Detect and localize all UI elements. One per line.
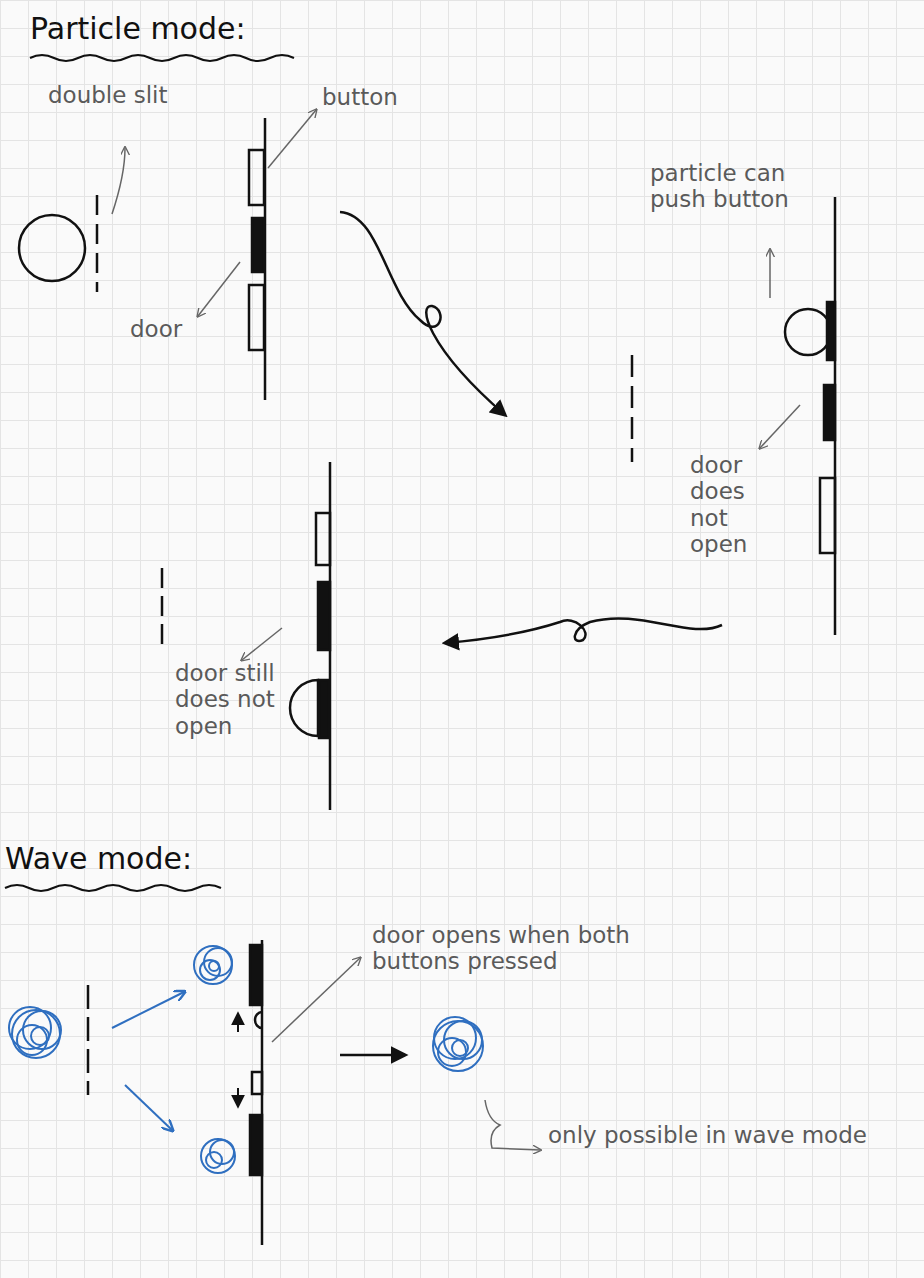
- sketch-stroke: [820, 478, 835, 553]
- annotation: door still does not open: [175, 660, 300, 739]
- sketch-stroke: [9, 946, 483, 1173]
- sketch-stroke: [252, 218, 264, 272]
- sketch-stroke: [250, 1115, 262, 1175]
- sketch-stroke: [290, 680, 318, 736]
- sketch-stroke: [19, 215, 85, 281]
- sketch-stroke: [631, 355, 634, 462]
- sketch-stroke: [194, 946, 232, 984]
- sketch-stroke: [162, 462, 330, 810]
- section-heading: Wave mode:: [5, 842, 192, 877]
- annotation: button: [322, 84, 398, 110]
- sketch-stroke: [249, 285, 264, 350]
- sketch-stroke: [250, 945, 262, 1005]
- sketch-stroke: [252, 1072, 262, 1094]
- sketch-stroke: [760, 405, 800, 448]
- sketch-stroke: [96, 195, 99, 292]
- sketch-stroke: [112, 148, 125, 214]
- sketch-stroke: [88, 940, 405, 1245]
- annotation: particle can push button: [650, 160, 840, 213]
- annotation: double slit: [48, 82, 168, 108]
- sketch-stroke: [434, 1017, 476, 1059]
- sketch-stroke: [340, 212, 505, 415]
- sketch-stroke: [242, 628, 282, 660]
- annotation: only possible in wave mode: [548, 1122, 888, 1148]
- sketch-stroke: [237, 1088, 239, 1106]
- sketch-stroke: [319, 680, 329, 738]
- sketch-stroke: [318, 582, 330, 650]
- sketch-stroke: [785, 309, 831, 355]
- sketch-stroke: [485, 1100, 540, 1150]
- sketch-stroke: [19, 118, 505, 415]
- sketch-stroke: [209, 961, 219, 971]
- sketch-stroke: [272, 958, 360, 1042]
- sketch-stroke: [827, 302, 835, 360]
- sketch-stroke: [340, 1054, 405, 1057]
- sketch-stroke: [242, 628, 282, 660]
- sketch-stroke: [200, 960, 220, 980]
- sketch-stroke: [452, 1040, 468, 1056]
- sketch-stroke: [201, 1139, 235, 1173]
- sketch-stroke: [112, 992, 184, 1028]
- annotation: door opens when both buttons pressed: [372, 922, 712, 975]
- sketch-stroke: [5, 885, 221, 891]
- section-heading: Particle mode:: [30, 12, 246, 47]
- sketch-stroke: [316, 513, 330, 565]
- sketch-stroke: [272, 958, 540, 1150]
- sketch-stroke: [198, 262, 240, 316]
- sketch-stroke: [445, 197, 835, 643]
- sketch-stroke: [769, 250, 771, 298]
- annotation: door does not open: [690, 452, 785, 558]
- sketch-stroke: [9, 1007, 51, 1049]
- sketch-stroke: [760, 250, 800, 448]
- annotation: door: [130, 316, 182, 342]
- sketch-stroke: [206, 1152, 222, 1168]
- sketch-stroke: [87, 985, 90, 1095]
- sketch-stroke: [237, 1014, 239, 1032]
- sketch-stroke: [824, 385, 835, 440]
- sketch-stroke: [204, 948, 232, 976]
- sketch-stroke: [255, 1012, 262, 1028]
- sketch-stroke: [445, 618, 722, 643]
- sketch-stroke: [112, 110, 316, 316]
- sketch-stroke: [12, 1010, 60, 1058]
- sketch-stroke: [30, 55, 294, 61]
- sketch-stroke: [125, 1085, 172, 1130]
- sketch-stroke: [433, 1021, 483, 1071]
- sketch-stroke: [161, 568, 164, 650]
- sketch-stroke: [249, 150, 264, 205]
- sketch-stroke: [268, 110, 316, 168]
